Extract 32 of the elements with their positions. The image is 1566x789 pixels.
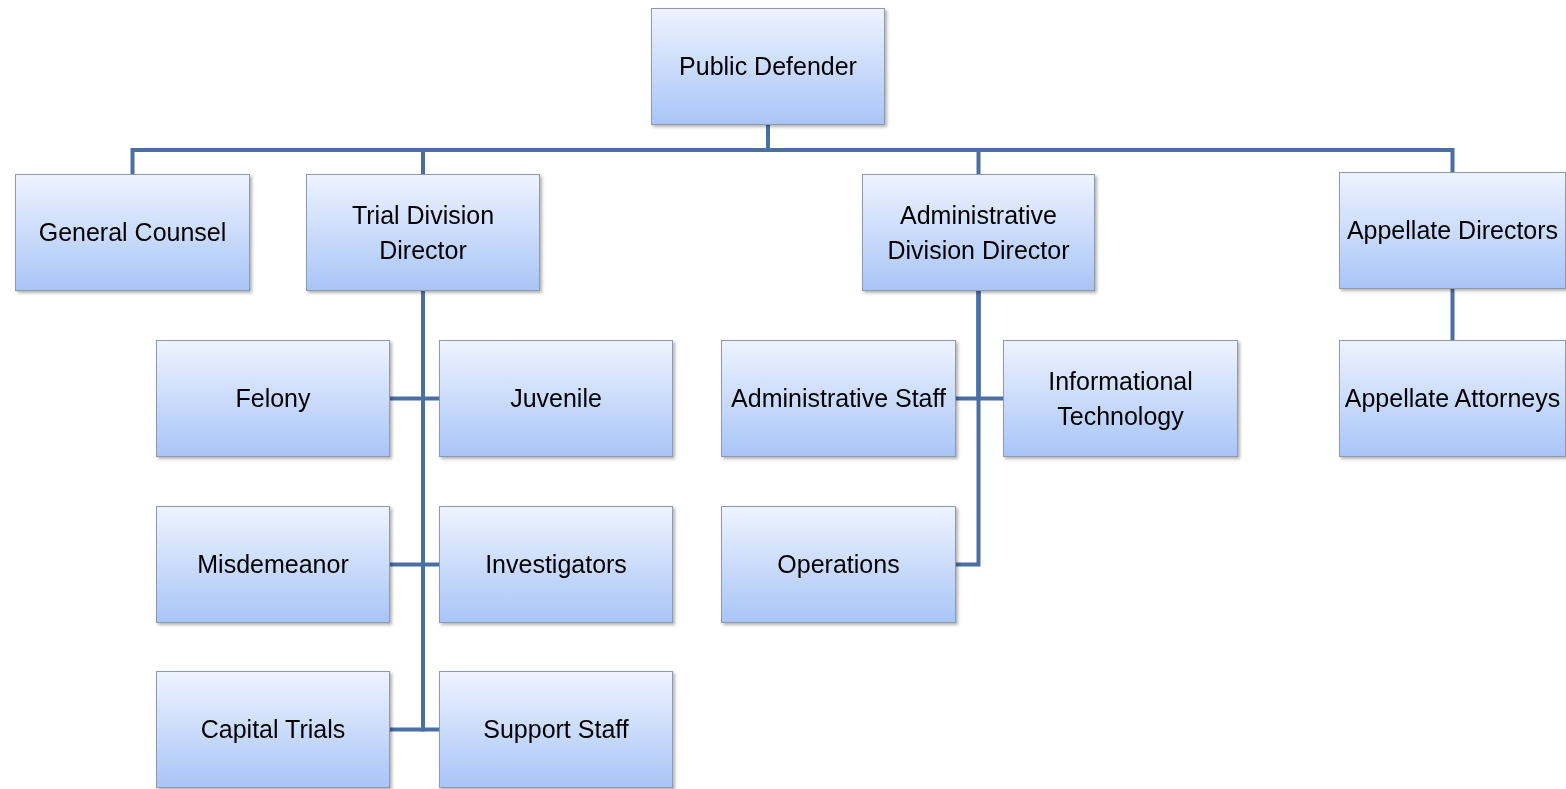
box-label: Administrative Division Director bbox=[886, 199, 1071, 266]
org-box bbox=[439, 671, 673, 788]
box-label: Juvenile bbox=[510, 383, 602, 414]
connector-line bbox=[1450, 289, 1455, 340]
org-box bbox=[15, 174, 250, 291]
org-box bbox=[862, 174, 1095, 291]
org-box bbox=[156, 506, 390, 623]
box-label: Appellate Attorneys bbox=[1344, 383, 1561, 414]
org-box bbox=[1339, 172, 1566, 289]
org-box bbox=[439, 506, 673, 623]
box-label: Administrative Staff bbox=[731, 383, 946, 414]
box-label: Informational Technology bbox=[1047, 365, 1194, 432]
box-label: Operations bbox=[777, 549, 900, 580]
box-label: Felony bbox=[235, 383, 311, 414]
org-box bbox=[156, 340, 390, 457]
org-box bbox=[721, 506, 956, 623]
org-box bbox=[156, 671, 390, 788]
box-label: Capital Trials bbox=[200, 714, 346, 745]
box-label: Misdemeanor bbox=[197, 549, 349, 580]
box-label: Investigators bbox=[485, 549, 627, 580]
box-label: General Counsel bbox=[38, 217, 227, 248]
connector-line bbox=[956, 291, 981, 567]
box-label: Support Staff bbox=[483, 714, 629, 745]
org-box bbox=[1339, 340, 1566, 457]
box-label: Public Defender bbox=[679, 51, 857, 82]
org-box bbox=[439, 340, 673, 457]
box-label: Appellate Directors bbox=[1346, 215, 1559, 246]
org-box bbox=[651, 8, 885, 125]
org-box bbox=[1003, 340, 1238, 457]
org-box bbox=[721, 340, 956, 457]
org-box bbox=[306, 174, 540, 291]
box-label: Trial Division Director bbox=[350, 199, 496, 266]
